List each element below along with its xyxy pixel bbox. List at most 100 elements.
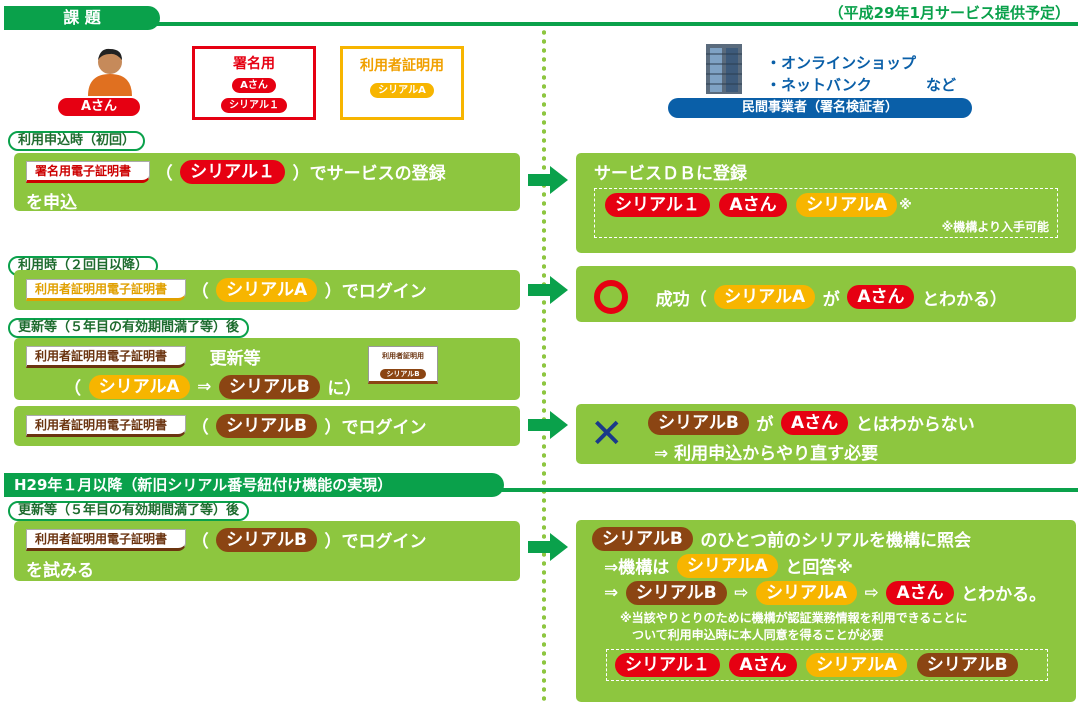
mini-user-cert-card: 利用者証明用 シリアルB: [368, 346, 438, 384]
chain-arrow-1: ⇨: [734, 582, 749, 603]
open-paren: （: [155, 164, 173, 184]
login-b-user-cert-label: 利用者証明用電子証明書: [26, 414, 187, 437]
success-pre: 成功（: [655, 289, 707, 310]
register-request-box: 署名用電子証明書 （ シリアル１ ）でサービスの登録 を申込: [14, 153, 520, 213]
renew-arrow: ⇒: [197, 376, 212, 397]
login-tail: ）でログイン: [324, 282, 427, 302]
db-serial-1-pill: シリアル１: [605, 193, 710, 217]
try-serial-b-pill: シリアルB: [216, 527, 317, 552]
fail-ga: が: [756, 415, 774, 435]
query-tail: のひとつ前のシリアルを機構に照会: [700, 531, 972, 551]
success-circle-icon: [594, 280, 628, 314]
divider-dotted: [542, 28, 546, 702]
service-db-title: サービスＤＢに登録: [594, 164, 747, 184]
open-paren: （: [191, 532, 209, 552]
renew-serial-a-pill: シリアルA: [88, 374, 190, 399]
header-rule: [150, 22, 1078, 26]
query-serial-b-pill: シリアルB: [592, 526, 693, 551]
chain-serial-b-pill: シリアルB: [625, 580, 727, 605]
try-login-tail: ）でログイン: [324, 532, 427, 552]
user-cert-card-serial: シリアルA: [370, 83, 434, 98]
tab-after-renewal: 更新等（５年目の有効期間満了等）後: [8, 318, 250, 338]
fail-tail: とはわからない: [855, 415, 975, 435]
tab-after-renewal-h29: 更新等（５年目の有効期間満了等）後: [8, 501, 250, 521]
db-mark: ※: [899, 197, 912, 213]
answer-serial-a-pill: シリアルA: [676, 553, 778, 578]
fail-line2: ⇒ 利用申込からやり直す必要: [654, 444, 879, 464]
success-tail: とわかる）: [922, 289, 1008, 310]
renew-mid: 更新等: [209, 349, 261, 369]
success-user-a-pill: Aさん: [847, 285, 915, 309]
user-cert-card: 利用者証明用 シリアルA: [340, 46, 464, 120]
linkage-record: シリアル１ Aさん シリアルA シリアルB: [606, 649, 1048, 681]
renewal-box: 利用者証明用電子証明書 更新等 （ シリアルA ⇒ シリアルB に）: [14, 338, 520, 400]
mini-cert-serial: シリアルB: [380, 369, 426, 379]
signing-cert-card-title: 署名用: [233, 56, 275, 72]
try-line2: を試みる: [26, 561, 94, 581]
success-box: 成功（ シリアルA が Aさん とわかる）: [576, 266, 1076, 322]
chain-arrow-2: ⇨: [864, 582, 879, 603]
serial-1-pill: シリアル１: [180, 159, 286, 184]
signing-cert-label: 署名用電子証明書: [26, 160, 151, 183]
login-b-tail: ）でログイン: [324, 418, 427, 438]
db-note: ※機構より入手可能: [941, 220, 1049, 234]
login-request-box: 利用者証明用電子証明書 （ シリアルA ）でログイン: [14, 270, 520, 310]
answer-pre: ⇒機構は: [604, 558, 670, 578]
arrow-register: [528, 165, 568, 195]
service-db-box: サービスＤＢに登録 シリアル１ Aさん シリアルA※ ※機構より入手可能: [576, 153, 1076, 253]
arrow-try-login: [528, 532, 568, 562]
record-serial-b-pill: シリアルB: [916, 653, 1018, 677]
renew-serial-b-pill: シリアルB: [218, 374, 320, 399]
header-tab: 課 題: [4, 6, 160, 30]
tab-first-application: 利用申込時（初回）: [8, 131, 146, 151]
signing-cert-card-user: Aさん: [232, 78, 276, 93]
service-plan-note: （平成29年1月サービス提供予定）: [828, 4, 1070, 22]
record-serial-a-pill: シリアルA: [806, 653, 908, 677]
user-avatar-icon: [82, 44, 138, 96]
linkage-box: シリアルB のひとつ前のシリアルを機構に照会 ⇒機構は シリアルA と回答※ ⇒…: [576, 520, 1076, 702]
register-tail: ）でサービスの登録: [292, 164, 446, 184]
h29-banner: H29年１月以降（新旧シリアル番号紐付け機能の実現）: [4, 473, 504, 497]
renew-tail: に）: [327, 379, 362, 399]
db-serial-a-pill: シリアルA: [796, 193, 898, 217]
try-login-box: 利用者証明用電子証明書 （ シリアルB ）でログイン を試みる: [14, 521, 520, 581]
db-user-a-pill: Aさん: [719, 193, 787, 217]
service-item-online-shop: ・オンラインショップ: [766, 54, 917, 72]
failure-box: ✕ シリアルB が Aさん とはわからない ⇒ 利用申込からやり直す必要: [576, 404, 1076, 464]
service-db-record: シリアル１ Aさん シリアルA※ ※機構より入手可能: [594, 188, 1058, 238]
user-cert-label: 利用者証明用電子証明書: [26, 278, 187, 301]
chain-pre: ⇒: [604, 582, 619, 603]
serial-a-pill: シリアルA: [216, 277, 318, 302]
chain-tail: とわかる。: [961, 585, 1047, 605]
user-badge: Aさん: [58, 98, 140, 116]
fail-serial-b-pill: シリアルB: [648, 410, 749, 435]
chain-serial-a-pill: シリアルA: [756, 580, 858, 605]
answer-tail: と回答※: [785, 558, 853, 578]
service-etc: など: [926, 76, 957, 94]
fail-user-a-pill: Aさん: [780, 410, 849, 435]
open-paren: （: [191, 282, 209, 302]
chain-user-a-pill: Aさん: [886, 580, 954, 605]
consent-note-2: ついて利用申込時に本人同意を得ることが必要: [632, 628, 884, 642]
arrow-login-b: [528, 410, 568, 440]
consent-note-1: ※当該やりとりのために機構が認証業務情報を利用できることに: [620, 611, 968, 625]
renew-user-cert-label: 利用者証明用電子証明書: [26, 345, 187, 368]
arrow-login: [528, 275, 568, 305]
h29-rule: [490, 488, 1078, 492]
success-ga: が: [822, 289, 840, 310]
signing-cert-card: 署名用 Aさん シリアル１: [192, 46, 316, 120]
try-user-cert-label: 利用者証明用電子証明書: [26, 528, 187, 551]
renew-open-paren: （: [64, 379, 81, 399]
open-paren: （: [191, 418, 209, 438]
register-line2: を申込: [26, 193, 77, 213]
success-serial-a-pill: シリアルA: [714, 285, 816, 309]
building-icon: [700, 40, 748, 94]
login-b-serial-pill: シリアルB: [216, 413, 317, 438]
verifier-badge: 民間事業者（署名検証者）: [668, 98, 972, 118]
service-item-net-bank: ・ネットバンク: [766, 76, 872, 94]
signing-cert-card-serial: シリアル１: [221, 98, 287, 113]
login-serial-b-box: 利用者証明用電子証明書 （ シリアルB ）でログイン: [14, 406, 520, 446]
record-serial-1-pill: シリアル１: [615, 653, 720, 677]
mini-cert-title: 利用者証明用: [382, 352, 424, 360]
user-cert-card-title: 利用者証明用: [360, 58, 444, 74]
